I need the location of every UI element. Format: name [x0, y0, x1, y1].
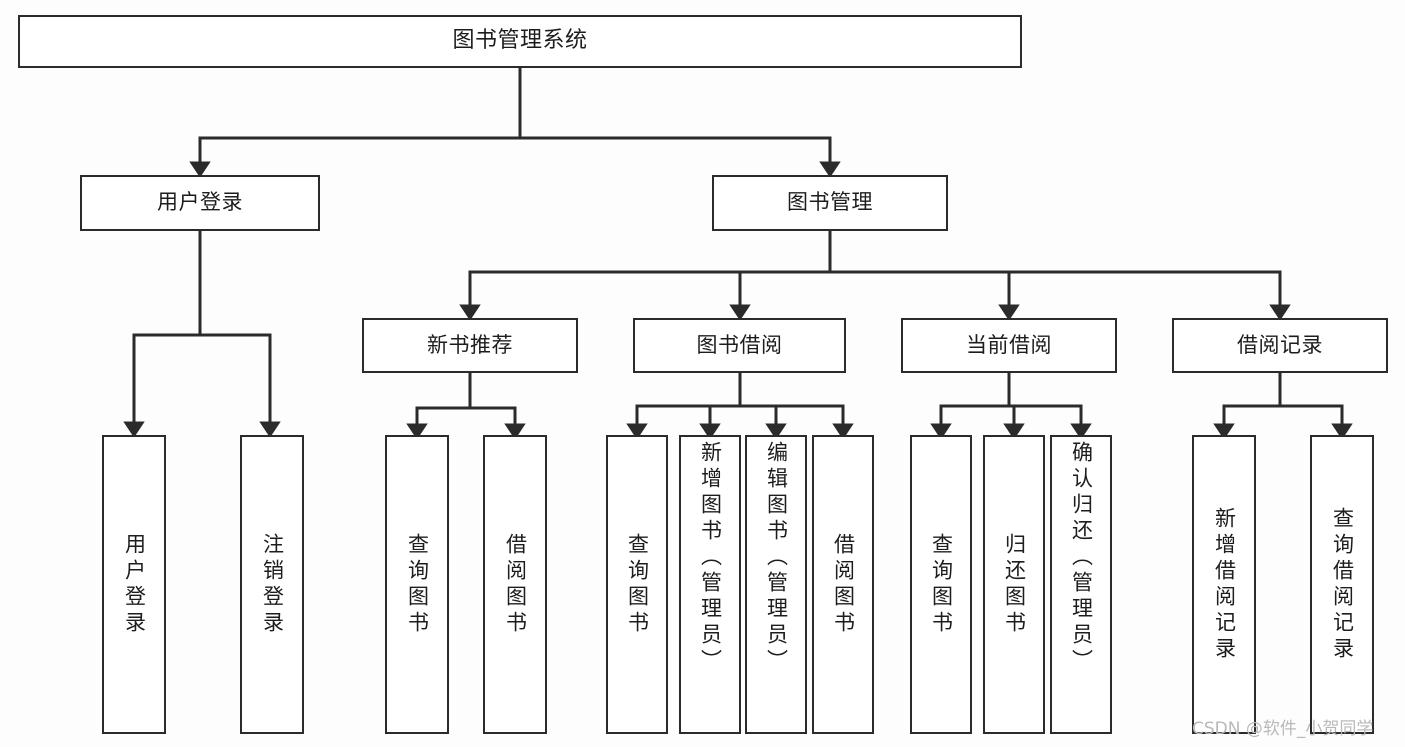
node-leaf-query-book-2-label: 查询图书	[625, 532, 650, 637]
node-current-borrow[interactable]: 当前借阅	[901, 318, 1117, 373]
node-root[interactable]: 图书管理系统	[18, 15, 1022, 68]
node-book-borrow[interactable]: 图书借阅	[633, 318, 846, 373]
node-leaf-add-record[interactable]: 新增借阅记录	[1192, 435, 1256, 734]
node-current-borrow-label: 当前借阅	[966, 332, 1052, 357]
node-leaf-user-login-label: 用户登录	[122, 532, 147, 637]
node-leaf-query-book-1-label: 查询图书	[405, 532, 430, 637]
node-leaf-add-record-label: 新增借阅记录	[1212, 506, 1237, 663]
node-leaf-borrow-book-1-label: 借阅图书	[503, 532, 528, 637]
node-leaf-borrow-book-2[interactable]: 借阅图书	[812, 435, 874, 734]
node-leaf-query-record-label: 查询借阅记录	[1330, 506, 1355, 663]
node-leaf-edit-book-label: 编辑图书（管理员）	[764, 441, 789, 675]
node-leaf-query-book-3-label: 查询图书	[929, 532, 954, 637]
node-borrow-record-label: 借阅记录	[1237, 332, 1323, 357]
node-root-label: 图书管理系统	[452, 28, 588, 54]
node-leaf-user-logout[interactable]: 注销登录	[240, 435, 304, 734]
node-leaf-query-record[interactable]: 查询借阅记录	[1310, 435, 1374, 734]
node-leaf-user-logout-label: 注销登录	[260, 532, 285, 637]
node-leaf-add-book[interactable]: 新增图书（管理员）	[679, 435, 741, 734]
node-new-book-recommend[interactable]: 新书推荐	[362, 318, 578, 373]
node-leaf-edit-book[interactable]: 编辑图书（管理员）	[745, 435, 807, 734]
node-book-manage[interactable]: 图书管理	[712, 175, 948, 231]
watermark: CSDN @软件_小贺同学	[1192, 719, 1374, 739]
node-book-manage-label: 图书管理	[787, 190, 873, 215]
node-user-login[interactable]: 用户登录	[80, 175, 320, 231]
node-leaf-add-book-label: 新增图书（管理员）	[698, 441, 723, 675]
node-leaf-return-book[interactable]: 归还图书	[983, 435, 1045, 734]
node-leaf-query-book-1[interactable]: 查询图书	[385, 435, 449, 734]
node-leaf-borrow-book-1[interactable]: 借阅图书	[483, 435, 547, 734]
node-leaf-user-login[interactable]: 用户登录	[102, 435, 166, 734]
node-leaf-return-book-label: 归还图书	[1002, 532, 1027, 637]
node-leaf-confirm-return-label: 确认归还（管理员）	[1069, 441, 1094, 675]
node-user-login-label: 用户登录	[157, 190, 243, 215]
node-leaf-borrow-book-2-label: 借阅图书	[831, 532, 856, 637]
node-borrow-record[interactable]: 借阅记录	[1172, 318, 1388, 373]
node-leaf-query-book-2[interactable]: 查询图书	[606, 435, 668, 734]
node-leaf-confirm-return[interactable]: 确认归还（管理员）	[1050, 435, 1112, 734]
node-leaf-query-book-3[interactable]: 查询图书	[910, 435, 972, 734]
node-new-book-recommend-label: 新书推荐	[427, 332, 513, 357]
node-book-borrow-label: 图书借阅	[696, 332, 783, 357]
